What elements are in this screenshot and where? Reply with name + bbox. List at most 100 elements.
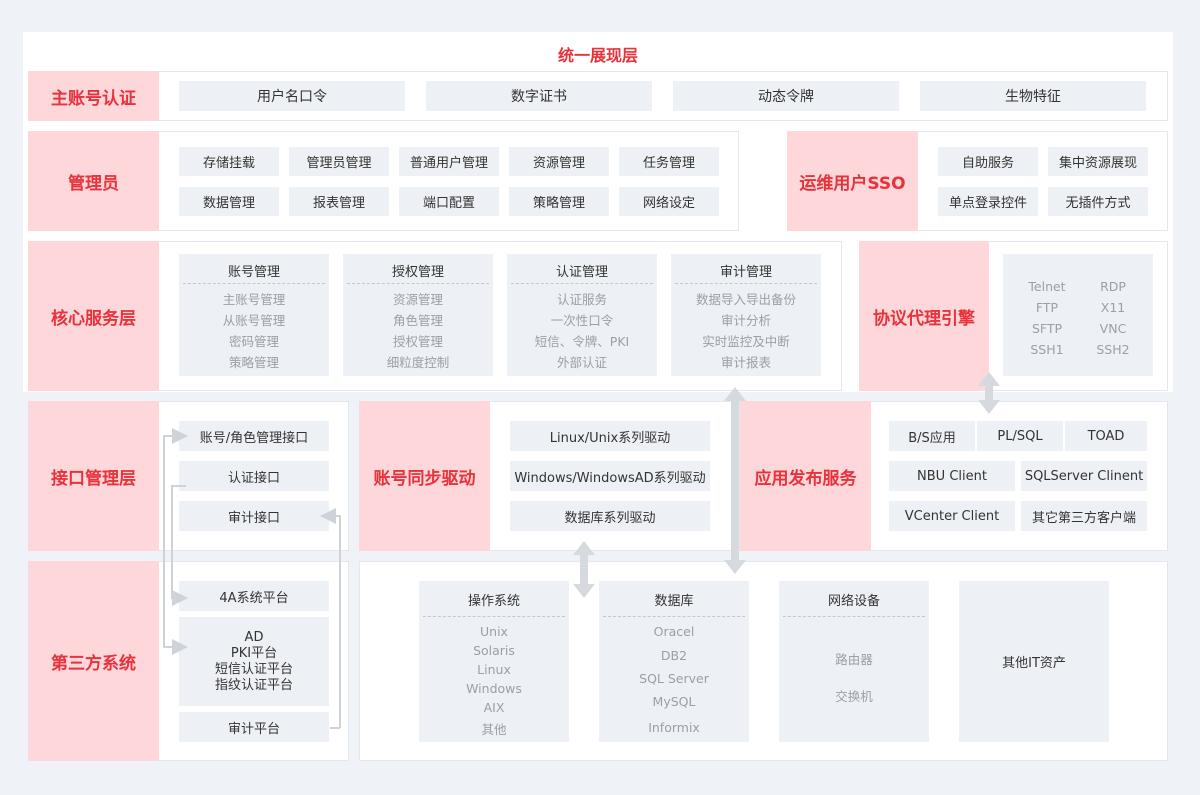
protocol-item: SSH2 [1096, 342, 1130, 357]
third-party-title: 第三方系统 [28, 561, 159, 761]
resource-card-heading: 操作系统 [467, 594, 520, 609]
resource-item: DB2 [660, 648, 688, 663]
audit-platform: 审计平台 [179, 712, 329, 742]
core-card-item: 主账号管理 [222, 292, 286, 307]
admin-item: 资源管理 [509, 147, 609, 176]
admin-title: 管理员 [28, 131, 159, 231]
resource-item: Oracel [653, 624, 695, 639]
auth-method: 用户名口令 [179, 81, 405, 111]
resource-card-os [419, 581, 569, 742]
core-card-audit [671, 254, 821, 376]
connector-line [171, 485, 188, 606]
card-divider [783, 616, 925, 617]
core-card-item: 审计报表 [720, 355, 771, 370]
core-card-item: 外部认证 [556, 355, 607, 370]
resource-item: Solaris [473, 643, 515, 658]
core-card-item: 资源管理 [392, 292, 443, 307]
protocol-item: X11 [1100, 300, 1126, 315]
resource-item: 其他 [481, 722, 507, 737]
app-publish-title: 应用发布服务 [740, 401, 871, 551]
resource-other-it-assets: 其他IT资产 [959, 581, 1109, 742]
core-card-item: 策略管理 [228, 355, 279, 370]
admin-item: 报表管理 [289, 187, 389, 216]
app-item: VCenter Client [889, 501, 1015, 531]
card-divider [183, 283, 325, 284]
core-card-heading: 账号管理 [227, 265, 280, 280]
protocol-item: SSH1 [1030, 342, 1064, 357]
interface-item: 认证接口 [179, 461, 329, 491]
core-card-heading: 认证管理 [555, 265, 608, 280]
sso-item: 无插件方式 [1048, 187, 1148, 216]
admin-item: 普通用户管理 [399, 147, 499, 176]
card-divider [511, 283, 653, 284]
card-divider [423, 616, 565, 617]
interface-title: 接口管理层 [28, 401, 159, 551]
admin-item: 存储挂载 [179, 147, 279, 176]
resource-item: 路由器 [835, 652, 873, 667]
admin-item: 策略管理 [509, 187, 609, 216]
core-card-heading: 审计管理 [719, 265, 772, 280]
protocol-proxy-title: 协议代理引擎 [859, 241, 989, 391]
interface-item: 账号/角色管理接口 [179, 421, 329, 451]
resource-item: 交换机 [835, 689, 873, 704]
core-card-authentication [507, 254, 657, 376]
app-item: SQLServer Clinent [1021, 461, 1147, 491]
protocol-item: Telnet [1028, 279, 1066, 294]
double-arrow-icon [573, 541, 595, 598]
core-service-title: 核心服务层 [28, 241, 159, 391]
resource-item: Linux [477, 662, 511, 677]
double-arrow-icon [724, 387, 746, 574]
app-item: TOAD [1065, 421, 1147, 451]
core-card-item: 认证服务 [556, 292, 607, 307]
resource-item: SQL Server [639, 671, 709, 686]
connector-line [320, 508, 341, 728]
double-arrow-icon [978, 372, 1000, 414]
core-card-authorization [343, 254, 493, 376]
resource-item: AIX [483, 700, 505, 715]
app-item: 其它第三方客户端 [1021, 501, 1147, 531]
core-card-item: 一次性口令 [550, 313, 614, 328]
presentation-layer-title: 统一展现层 [557, 46, 638, 65]
resource-card-network [779, 581, 929, 742]
sso-item: 集中资源展现 [1048, 147, 1148, 176]
protocol-item: FTP [1035, 300, 1059, 315]
platform-4a: 4A系统平台 [179, 581, 329, 611]
auth-platform-group: AD PKI平台 短信认证平台 指纹认证平台 [179, 617, 329, 706]
protocol-item: SFTP [1031, 321, 1063, 336]
sync-driver: 数据库系列驱动 [510, 501, 710, 531]
core-card-heading: 授权管理 [391, 265, 444, 280]
auth-method: 动态令牌 [673, 81, 899, 111]
sso-item: 单点登录控件 [938, 187, 1038, 216]
core-card-item: 从账号管理 [222, 313, 286, 328]
core-card-account [179, 254, 329, 376]
core-card-item: 审计分析 [720, 313, 771, 328]
core-card-item: 细粒度控制 [386, 355, 450, 370]
core-card-item: 角色管理 [392, 313, 443, 328]
resource-card-db [599, 581, 749, 742]
core-card-item: 密码管理 [228, 334, 279, 349]
card-divider [603, 616, 745, 617]
auth-method: 数字证书 [426, 81, 652, 111]
auth-platform: AD [244, 629, 264, 645]
app-item: NBU Client [889, 461, 1015, 491]
core-card-item: 实时监控及中断 [702, 334, 790, 349]
auth-method: 生物特征 [920, 81, 1146, 111]
protocol-card [1003, 254, 1153, 376]
resource-item: Informix [648, 720, 700, 735]
admin-item: 端口配置 [399, 187, 499, 216]
app-item: B/S应用 [889, 421, 975, 451]
resource-card-heading: 数据库 [654, 594, 694, 609]
connector-line [163, 435, 188, 655]
resource-item: Windows [466, 681, 522, 696]
sso-item: 自助服务 [938, 147, 1038, 176]
card-divider [675, 283, 817, 284]
auth-platform: 短信认证平台 [214, 661, 293, 677]
protocol-item: RDP [1100, 279, 1126, 294]
sync-driver: Windows/WindowsAD系列驱动 [510, 461, 710, 491]
sync-driver: Linux/Unix系列驱动 [510, 421, 710, 451]
ops-sso-title: 运维用户SSO [787, 131, 918, 231]
auth-platform: 指纹认证平台 [214, 677, 293, 693]
app-item: PL/SQL [977, 421, 1063, 451]
card-divider [347, 283, 489, 284]
